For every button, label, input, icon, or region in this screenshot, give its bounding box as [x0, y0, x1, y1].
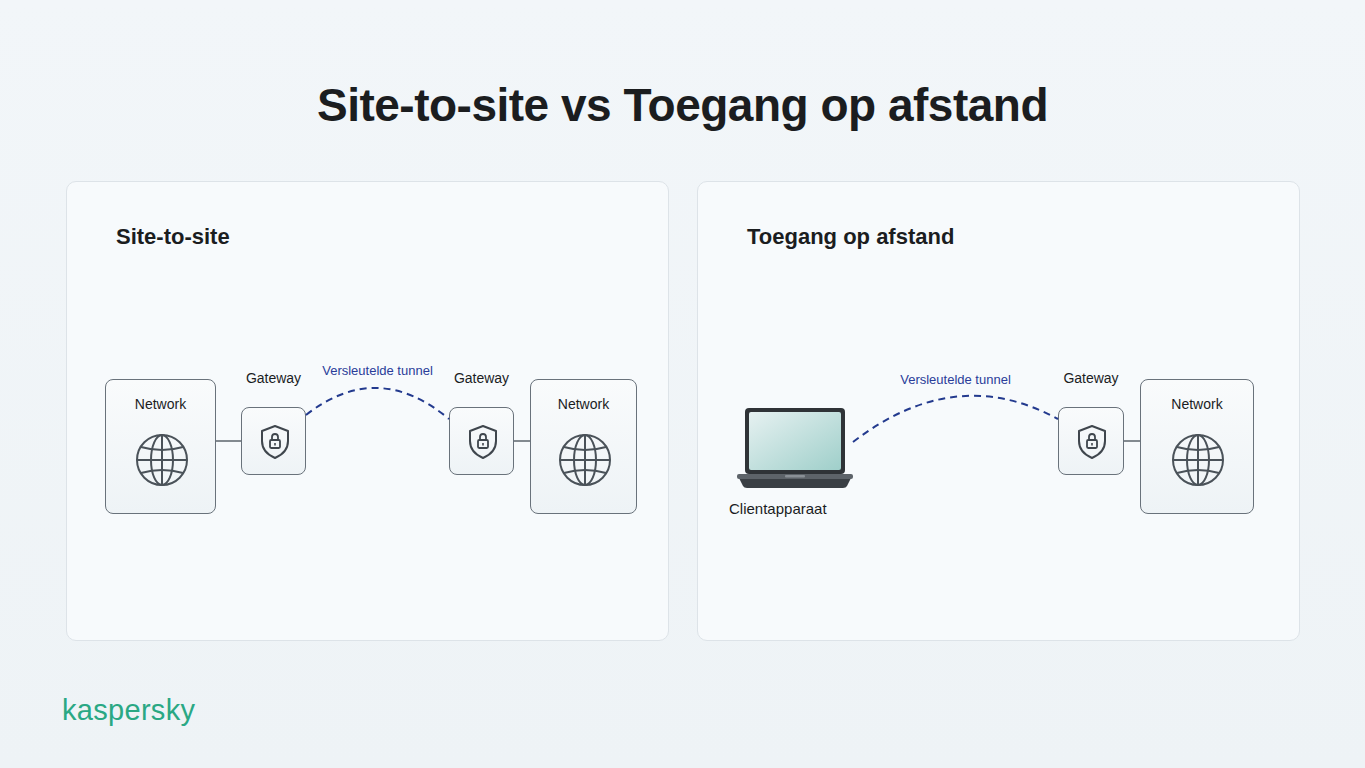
gateway-label: Gateway: [454, 370, 509, 386]
diagram-title: Site-to-site vs Toegang op afstand: [0, 78, 1365, 132]
network-box: Network: [1140, 379, 1254, 514]
gateway-box: Gateway: [241, 407, 306, 475]
globe-icon: [134, 432, 190, 488]
gateway-label: Gateway: [1063, 370, 1118, 386]
panel-heading: Site-to-site: [116, 224, 230, 250]
globe-icon: [1170, 432, 1226, 488]
gateway-box: Gateway: [1058, 407, 1124, 475]
shield-lock-icon: [466, 423, 500, 461]
network-box: Network: [105, 379, 216, 514]
gateway-box: Gateway: [449, 407, 514, 475]
panel-heading: Toegang op afstand: [747, 224, 954, 250]
network-label: Network: [106, 396, 215, 412]
shield-lock-icon: [1075, 423, 1109, 461]
brand-logo: kaspersky: [62, 694, 195, 727]
tunnel-label: Versleutelde tunnel: [897, 372, 1014, 387]
network-box: Network: [530, 379, 637, 514]
laptop-illustration: [737, 406, 853, 490]
panel: Toegang op afstandClientapparaatGatewayN…: [697, 181, 1300, 641]
shield-lock-icon: [258, 423, 292, 461]
network-label: Network: [1141, 396, 1253, 412]
network-label: Network: [531, 396, 636, 412]
gateway-label: Gateway: [246, 370, 301, 386]
panel: Site-to-siteNetworkGatewayGatewayNetwork: [66, 181, 669, 641]
globe-icon: [557, 432, 613, 488]
client-device: Clientapparaat: [737, 406, 853, 490]
device-label: Clientapparaat: [729, 500, 827, 517]
tunnel-label: Versleutelde tunnel: [319, 363, 436, 378]
